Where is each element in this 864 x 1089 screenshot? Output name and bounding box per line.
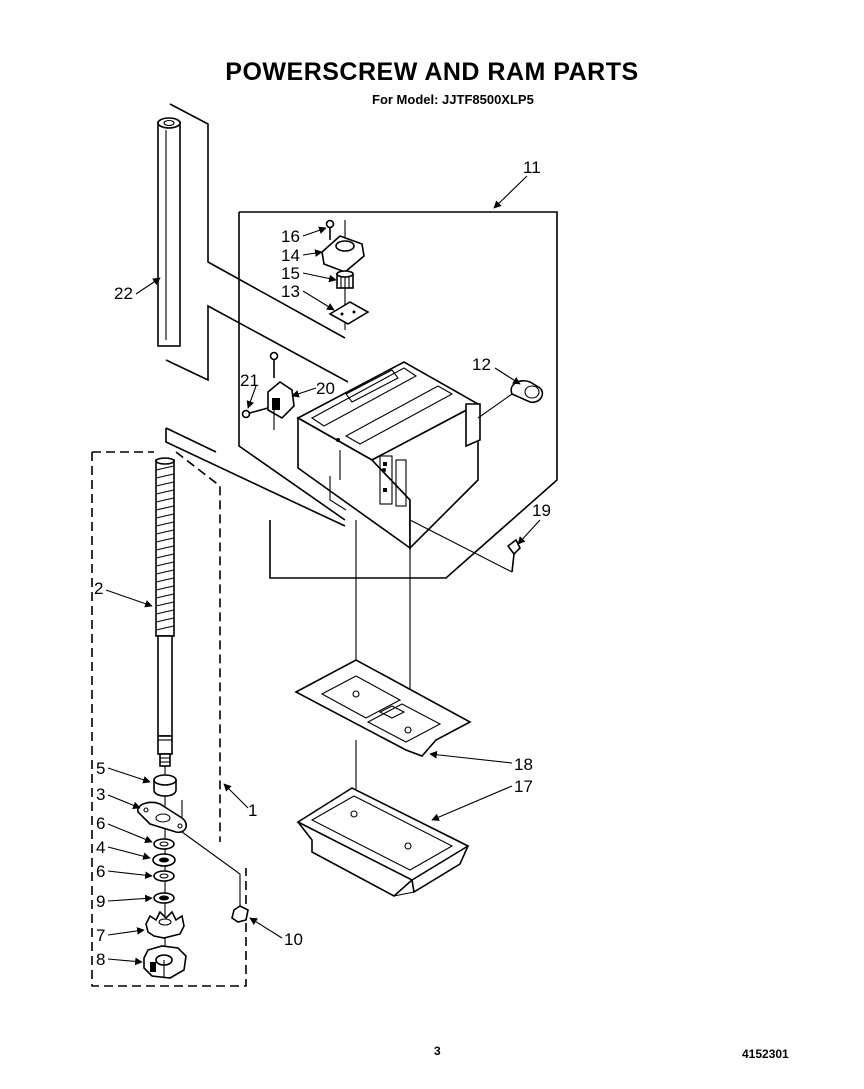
callout-17: 17 — [514, 777, 533, 796]
callout-16: 16 — [281, 227, 300, 246]
bolt-part-10 — [181, 831, 249, 923]
callout-18: 18 — [514, 755, 533, 774]
bearing-stack-parts-3-9 — [137, 774, 188, 979]
callout-9: 9 — [96, 892, 105, 911]
ram-tube-part-22 — [157, 117, 181, 347]
callout-13: 13 — [281, 282, 300, 301]
bearing-assembly-parts-13-16 — [321, 219, 370, 330]
callout-14: 14 — [281, 246, 300, 265]
ram-guide-line-lower — [165, 304, 349, 383]
callout-7: 7 — [96, 926, 105, 945]
assembly-11-outline — [239, 211, 558, 579]
callout-19: 19 — [532, 501, 551, 520]
callout-10: 10 — [284, 930, 303, 949]
diagram-title: POWERSCREW AND RAM PARTS — [225, 58, 639, 86]
ram-guide-line — [169, 103, 346, 339]
ram-housing — [296, 361, 481, 550]
gasket-part-18 — [294, 659, 472, 757]
model-subtitle: For Model: JJTF8500XLP5 — [372, 92, 534, 107]
screw-part-19 — [409, 519, 521, 573]
callout-21: 21 — [240, 371, 259, 390]
leader-lines — [105, 175, 541, 966]
switch-parts-20-21 — [241, 351, 295, 430]
callout-6-upper: 6 — [96, 814, 105, 833]
powerscrew-assembly-outline — [91, 452, 247, 987]
callout-22: 22 — [114, 284, 133, 303]
callout-4: 4 — [96, 838, 105, 857]
screw-guide-line — [165, 428, 346, 527]
clip-part-12 — [477, 379, 544, 419]
callout-5: 5 — [96, 759, 105, 778]
callout-numbers: 22 11 16 14 15 13 12 21 20 19 2 5 3 6 4 … — [94, 158, 551, 969]
callout-20: 20 — [316, 379, 335, 398]
callout-15: 15 — [281, 264, 300, 283]
callout-1: 1 — [248, 801, 257, 820]
callout-2: 2 — [94, 579, 103, 598]
callout-12: 12 — [472, 355, 491, 374]
powerscrew-outline-right — [175, 451, 221, 842]
document-code: 4152301 — [742, 1047, 789, 1061]
screw-guide-top — [165, 427, 217, 453]
callout-6-lower: 6 — [96, 862, 105, 881]
assembly-11-outline-left — [238, 212, 346, 521]
powerscrew-part-2 — [155, 457, 175, 970]
callout-3: 3 — [96, 785, 105, 804]
callout-8: 8 — [96, 950, 105, 969]
pan-part-17 — [296, 787, 470, 897]
callout-11: 11 — [523, 158, 541, 177]
page-number: 3 — [434, 1044, 441, 1058]
